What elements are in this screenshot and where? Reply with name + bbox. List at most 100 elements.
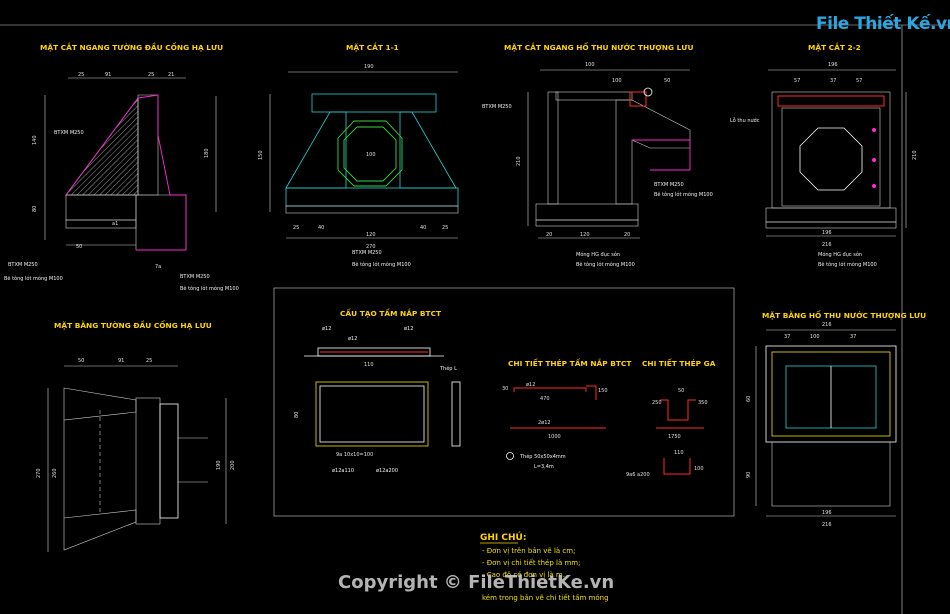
- dim-190-plan: 190: [216, 460, 222, 470]
- section-2-2-cover-rebar: [777, 95, 885, 107]
- headwall-footing: [135, 194, 187, 251]
- dim-200-plan: 200: [230, 460, 236, 470]
- dim-37: 37: [830, 78, 836, 84]
- dim-150-1-1: 150: [258, 150, 264, 160]
- rebar-hook: [586, 385, 597, 400]
- dim-1000: 1000: [548, 434, 561, 440]
- dim-250: 250: [652, 400, 662, 406]
- pipe-octagon-inner: [343, 126, 397, 182]
- dim-25-1-1: 25: [293, 225, 299, 231]
- logo-text: File Thiết Kế.vn: [816, 14, 950, 34]
- note-line-3: - Cao độ có đơn vị là m.: [482, 571, 565, 579]
- title-section-outlet-headwall: MẶT CẮT NGANG TƯỜNG ĐẦU CỐNG HẠ LƯU: [40, 42, 223, 52]
- top-beam: [311, 93, 437, 113]
- dim-216-plan: 216: [822, 322, 832, 328]
- label-btxm-1-1: BTXM M250: [352, 250, 382, 256]
- label-phi12a110: ø12a110: [332, 468, 354, 474]
- label-btxm-3: BTXM M250: [180, 274, 210, 280]
- callout-4: [506, 452, 514, 460]
- title-section-1-1: MẶT CẮT 1-1: [346, 42, 399, 52]
- dim-90-pit-plan: 90: [746, 472, 752, 478]
- apron-slab: [65, 194, 137, 221]
- label-thep-l: Thép L: [439, 365, 457, 372]
- dim-1750: 1750: [668, 434, 681, 440]
- title-section-inlet-pit: MẶT CẮT NGANG HỐ THU NƯỚC THƯỢNG LƯU: [504, 42, 693, 52]
- dim-20b-pit: 20: [624, 232, 630, 238]
- detail-frame: [273, 287, 735, 517]
- pit-left-wall: [547, 91, 559, 205]
- title-section-2-2: MẶT CẮT 2-2: [808, 42, 861, 52]
- dim-470: 470: [540, 396, 550, 402]
- section-2-2-pipe-octagon: [799, 127, 863, 191]
- dim-50-pit: 50: [664, 78, 670, 84]
- label-btxm-1: BTXM M250: [54, 130, 84, 136]
- dim-216b-pit-plan: 216: [822, 522, 832, 528]
- callout-circle: [643, 87, 653, 97]
- view-plan-inlet-pit: MẶT BẰNG HỐ THU NƯỚC THƯỢNG LƯU 216 100 …: [746, 310, 926, 528]
- dim-20-pit: 20: [546, 232, 552, 238]
- lean-concrete-layer: [65, 219, 137, 229]
- dim-50: 50: [76, 244, 82, 250]
- right-wing-section: [399, 111, 457, 189]
- rebar-shape-1: [513, 387, 587, 392]
- plan-headwall: [135, 397, 161, 525]
- dim-37-pit-plan: 37: [784, 334, 790, 340]
- view-section-1-1: MẶT CẮT 1-1 190 120 270 25 40 40 25 100 …: [204, 42, 459, 268]
- slab-side-section: [451, 381, 461, 447]
- dim-91: 91: [105, 72, 111, 78]
- pit-base: [535, 203, 639, 221]
- dim-196: 196: [828, 62, 838, 68]
- dim-140: 140: [32, 135, 38, 145]
- view-slab-rebar-detail: CHI TIẾT THÉP TẤM NẮP BTCT 470 30 ø12 15…: [502, 358, 631, 470]
- dim-57b: 57: [856, 78, 862, 84]
- slab-plan-grid: [315, 381, 429, 447]
- dim-100-pit-plan: 100: [810, 334, 820, 340]
- label-thep-50x50: Thép 50x50x4mm: [519, 453, 566, 460]
- pit-cover-slab: [555, 91, 633, 101]
- note-line-4: kém trong bản vẽ chi tiết tấm móng: [482, 594, 609, 602]
- dim-110-slab: 110: [364, 362, 374, 368]
- dim-a200: 9a6 a200: [626, 472, 650, 478]
- left-wing-section: [285, 111, 347, 189]
- note-line-1: - Đơn vị trên bản vẽ là cm;: [482, 547, 575, 555]
- view-section-outlet-headwall: MẶT CẮT NGANG TƯỜNG ĐẦU CỐNG HẠ LƯU 25 9…: [4, 42, 239, 292]
- dim-100-pit: 100: [585, 62, 595, 68]
- label-btxm-pit-2: BTXM M250: [654, 182, 684, 188]
- dim-25b: 25: [148, 72, 154, 78]
- view-section-2-2: MẶT CẮT 2-2 196 57 57 37 196 216 Lỗ thu …: [730, 42, 918, 268]
- section-2-2-cavity: [781, 107, 881, 207]
- label-phi12-c: ø12: [404, 326, 413, 332]
- dim-60-pit-plan: 60: [746, 396, 752, 402]
- label-phi12-rebar-1: ø12: [526, 382, 535, 388]
- title-plan-outlet-headwall: MẶT BẰNG TƯỜNG ĐẦU CỐNG HẠ LƯU: [54, 320, 212, 330]
- label-l-34: L=3,4m: [534, 464, 554, 470]
- dim-260-plan: 260: [52, 468, 58, 478]
- label-phi12a200: ø12a200: [376, 468, 398, 474]
- rebar-dot-3: [872, 184, 876, 188]
- notes-heading: GHI CHÚ:: [480, 531, 526, 543]
- pit-plan-apron: [771, 441, 891, 507]
- dim-21: 21: [168, 72, 174, 78]
- label-phi12-a: ø12: [322, 326, 331, 332]
- dim-270-plan: 270: [36, 468, 42, 478]
- lean-layer-1-1: [285, 205, 459, 214]
- note-line-2: - Đơn vị chi tiết thép là mm;: [482, 559, 580, 567]
- title-slab-rebar: CHI TIẾT THÉP TẤM NẮP BTCT: [508, 358, 631, 368]
- title-cover-slab: CẤU TẠO TẤM NẮP BTCT: [340, 308, 441, 318]
- dim-50-pit-rebar: 50: [678, 388, 684, 394]
- dim-190: 190: [364, 64, 374, 70]
- notes-block: GHI CHÚ: - Đơn vị trên bản vẽ là cm; - Đ…: [480, 531, 609, 602]
- plan-wing-top: [63, 387, 137, 421]
- dim-180-1-1: 180: [204, 148, 210, 158]
- dim-100b-pit: 100: [612, 78, 622, 84]
- pit-rebar-u: [660, 399, 696, 421]
- dim-150-rebar: 150: [598, 388, 608, 394]
- dim-80: 80: [32, 206, 38, 212]
- pit-lean-layer: [535, 219, 639, 227]
- plan-wing-bottom: [63, 509, 137, 551]
- dim-196-pit-plan: 196: [822, 510, 832, 516]
- dim-40-1-1: 40: [318, 225, 324, 231]
- label-phi12-b: ø12: [348, 336, 357, 342]
- label-btxm-2: BTXM M250: [8, 262, 38, 268]
